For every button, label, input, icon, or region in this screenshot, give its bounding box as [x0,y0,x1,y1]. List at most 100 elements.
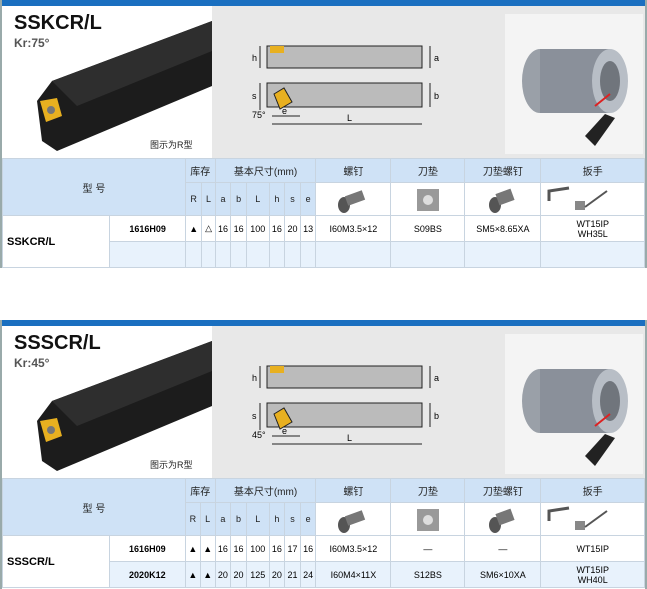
cell-h: 20 [268,561,286,588]
figure-caption: 图示为R型 [150,460,193,470]
technical-drawing: h a s b e L 45° [252,365,439,445]
machining-illustration [505,334,643,474]
cell-Lv: 125 [245,561,270,588]
col-h: h [268,182,286,216]
col-b: b [230,502,247,536]
col-a: a [214,502,232,536]
cell-b: 20 [230,561,247,588]
col-stock: 库存 [184,478,216,503]
cell-R [184,241,203,268]
technical-drawing: h a s b e L 75° [252,45,439,125]
machining-illustration [505,14,643,154]
tool-title: SSKCR/L [14,12,102,34]
dimension-drawing: h a s b e L 45° [212,326,645,478]
cell-a: 20 [214,561,232,588]
cell-a: 16 [214,535,232,562]
table-row [2,241,645,268]
model-code [109,241,186,268]
cell-h [268,241,286,268]
cell-screw [315,241,392,268]
col-shim-screw: 刀垫螺钉 [464,158,542,183]
wrench-icon [540,182,645,216]
dim-s: s [252,411,257,421]
dim-b: b [434,411,439,421]
col-length: L [245,502,270,536]
model-code: 2020K12 [108,561,186,588]
cell-L: ▲ [199,535,216,562]
col-h: h [268,502,286,536]
col-e: e [299,182,317,216]
cell-e [299,241,317,268]
cell-shim_screw: SM6×10XA [464,561,542,588]
shim-screw-icon [464,182,542,216]
screw-icon [315,182,392,216]
wrench-code-1: WT15IP [576,564,609,575]
cell-L: △ [201,215,216,242]
dim-a: a [434,53,439,63]
tool-holder-image [37,21,212,151]
model-code: 1616H09 [109,215,186,242]
col-shim: 刀垫 [390,158,466,183]
col-e: e [299,502,317,536]
cell-s [284,241,301,268]
col-model: 型 号 [2,478,186,536]
kr-angle: Kr:45° [14,356,50,370]
wrench-code-1: WT15IP [576,543,609,554]
dim-L: L [347,433,352,443]
dim-L: L [347,113,352,123]
col-L: L [201,182,216,216]
dim-h: h [252,373,257,383]
cell-shim: S12BS [390,561,466,588]
shim-icon [390,182,466,216]
tool-photo: SSSCR/L Kr:45° 图示为R型 [2,326,212,478]
col-L: L [199,502,216,536]
col-stock: 库存 [184,158,216,183]
dim-b: b [434,91,439,101]
section-top-bar [2,320,645,326]
col-screw: 螺钉 [315,478,392,503]
cell-Lv [245,241,270,268]
dim-e: e [282,106,287,116]
dim-angle: 75° [252,110,266,120]
col-R: R [184,502,201,536]
col-screw: 螺钉 [315,158,392,183]
cell-shim_screw: SM5×8.65XA [464,215,542,242]
cell-L [201,241,216,268]
col-R: R [184,182,203,216]
cell-wrench [540,241,645,268]
cell-e: 16 [299,535,317,562]
col-s: s [284,182,301,216]
wrench-code-2: WH40L [577,574,608,585]
shim-icon [390,502,466,536]
col-basic-dims: 基本尺寸(mm) [214,478,317,503]
col-basic-dims: 基本尺寸(mm) [214,158,317,183]
col-a: a [214,182,232,216]
wrench-icon [540,502,645,536]
screw-icon [315,502,392,536]
cell-h: 16 [268,215,286,242]
cell-s: 20 [284,215,301,242]
cell-b: 16 [230,535,247,562]
dim-s: s [252,91,257,101]
cell-screw: I60M3.5×12 [315,215,392,242]
shim-screw-icon [464,502,542,536]
cell-screw: I60M3.5×12 [315,535,392,562]
cell-R: ▲ [184,215,203,242]
cell-R: ▲ [184,561,201,588]
wrench-code-2: WH35L [577,228,608,239]
cell-R: ▲ [184,535,201,562]
dim-angle: 45° [252,430,266,440]
col-model: 型 号 [2,158,186,216]
figure-caption: 图示为R型 [150,140,193,150]
cell-e: 24 [299,561,317,588]
dim-a: a [434,373,439,383]
cell-L: ▲ [199,561,216,588]
product-section: SSSCR/L Kr:45° 图示为R型 h a s b e L 45° 型 号… [0,320,647,589]
cell-e: 13 [299,215,317,242]
